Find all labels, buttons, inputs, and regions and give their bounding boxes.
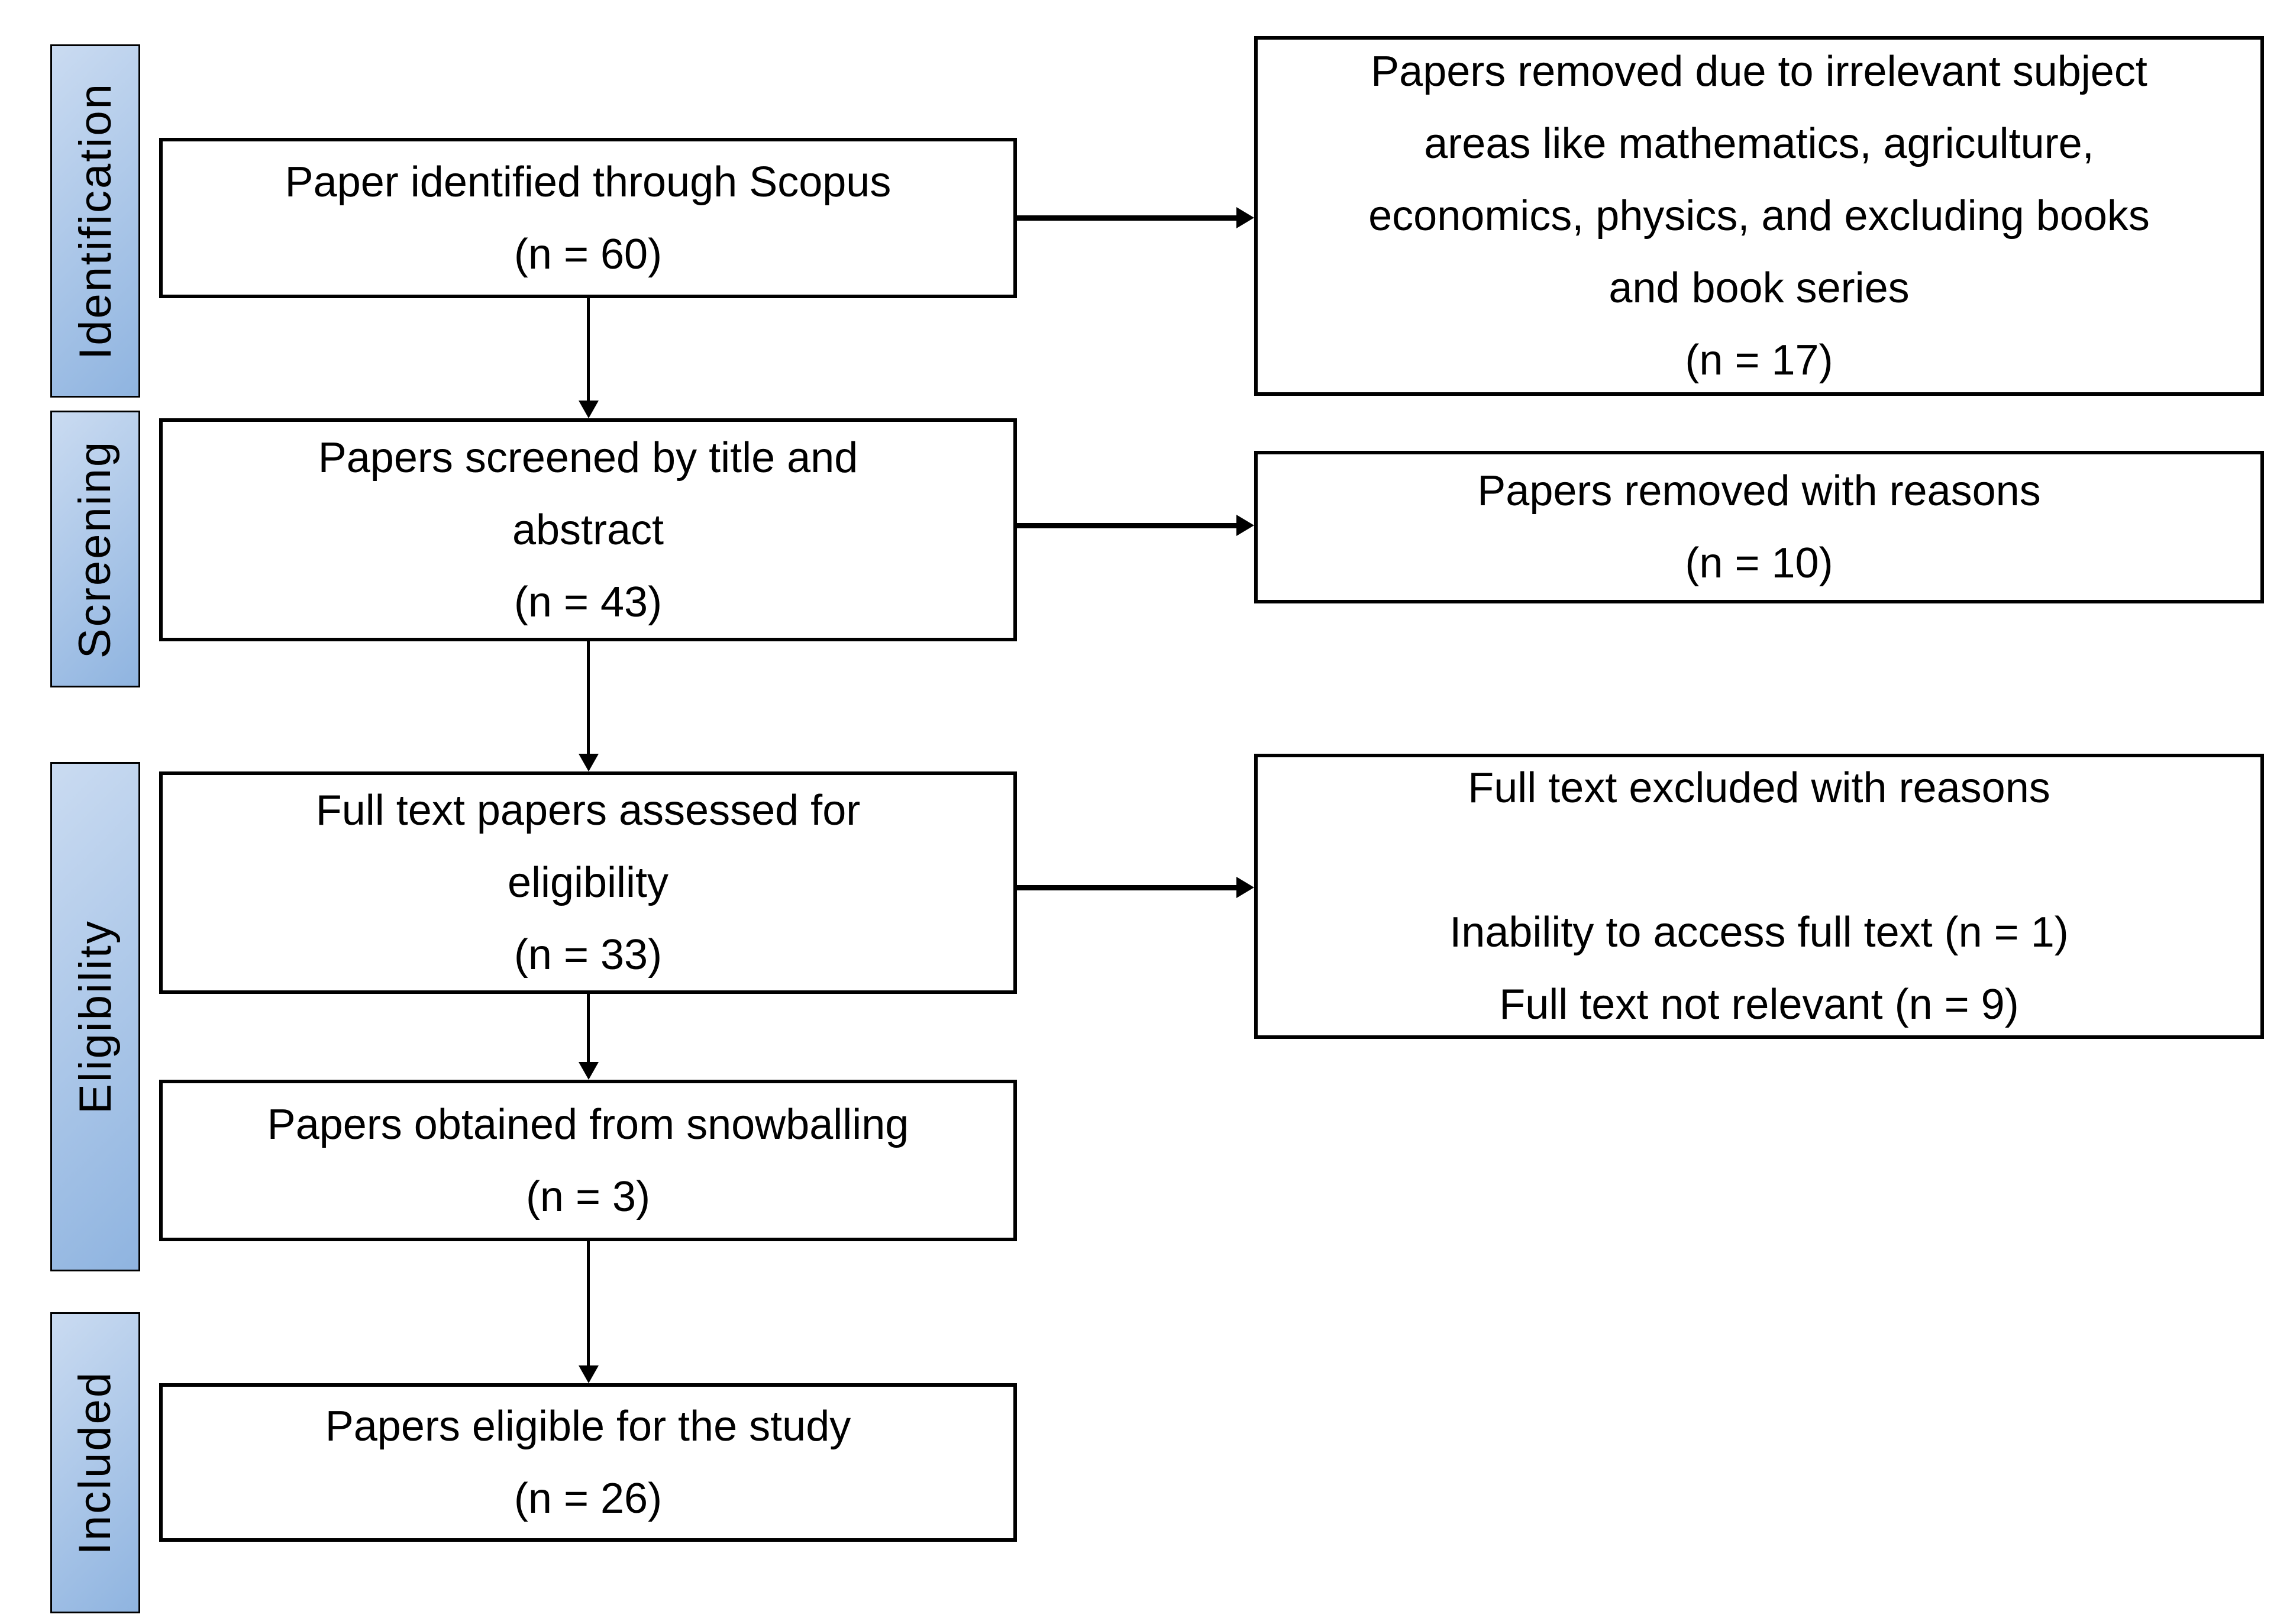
box-line: Full text not relevant (n = 9) [1499, 981, 2019, 1028]
stage-included-label: Included [70, 1370, 121, 1555]
arrow-identified-to-removed-head [1236, 207, 1254, 228]
arrow-identified-to-screened-shaft [587, 298, 590, 401]
box-line: Papers removed with reasons [1477, 467, 2041, 515]
stage-included: Included [50, 1312, 140, 1613]
arrow-fulltext-to-excluded-head [1236, 877, 1254, 898]
arrow-identified-to-screened-head [579, 401, 599, 418]
arrow-fulltext-to-snowballing-shaft [587, 994, 590, 1062]
box-papers-screened: Papers screened by title and abstract (n… [159, 418, 1017, 641]
arrow-snowballing-to-eligible-head [579, 1365, 599, 1383]
box-line: Papers obtained from snowballing [267, 1100, 909, 1148]
box-snowballing: Papers obtained from snowballing (n = 3) [159, 1080, 1017, 1241]
box-fulltext-excluded: Full text excluded with reasons Inabilit… [1254, 754, 2264, 1039]
arrow-fulltext-to-excluded-shaft [1017, 885, 1236, 890]
box-line: Paper identified through Scopus [285, 158, 892, 206]
box-count: (n = 3) [525, 1173, 651, 1221]
box-line: Full text excluded with reasons [1468, 764, 2050, 812]
box-line: and book series [1609, 264, 1910, 312]
box-line: Papers eligible for the study [325, 1403, 851, 1450]
box-line-spacer [1258, 824, 2260, 896]
arrow-screened-to-removed-head [1236, 515, 1254, 536]
stage-screening-label: Screening [70, 440, 121, 658]
box-line: eligibility [507, 859, 669, 906]
box-count: (n = 17) [1685, 337, 1833, 384]
box-removed-with-reasons: Papers removed with reasons (n = 10) [1254, 451, 2264, 603]
box-line: abstract [512, 506, 664, 554]
arrow-identified-to-removed-shaft [1017, 215, 1236, 221]
stage-identification-label: Identification [70, 82, 121, 360]
box-count: (n = 33) [513, 931, 663, 979]
stage-eligibility: Eligibility [50, 762, 140, 1271]
arrow-snowballing-to-eligible-shaft [587, 1241, 590, 1365]
box-papers-eligible: Papers eligible for the study (n = 26) [159, 1383, 1017, 1542]
box-line: Papers removed due to irrelevant subject [1371, 48, 2147, 95]
arrow-screened-to-fulltext-shaft [587, 641, 590, 754]
box-fulltext-assessed: Full text papers assessed for eligibilit… [159, 771, 1017, 994]
stage-screening: Screening [50, 411, 140, 687]
stage-identification: Identification [50, 44, 140, 398]
box-count: (n = 60) [513, 230, 663, 278]
box-count: (n = 10) [1685, 540, 1833, 587]
box-removed-irrelevant-subject: Papers removed due to irrelevant subject… [1254, 36, 2264, 396]
box-line: Full text papers assessed for [315, 787, 861, 834]
box-count: (n = 26) [513, 1475, 663, 1522]
box-line: Inability to access full text (n = 1) [1449, 909, 2069, 956]
arrow-screened-to-fulltext-head [579, 754, 599, 771]
box-line: economics, physics, and excluding books [1368, 192, 2150, 240]
box-line: Papers screened by title and [318, 434, 858, 482]
box-line: areas like mathematics, agriculture, [1424, 120, 2094, 167]
stage-eligibility-label: Eligibility [70, 919, 121, 1114]
box-count: (n = 43) [513, 578, 663, 626]
arrow-screened-to-removed-shaft [1017, 523, 1236, 528]
box-papers-identified: Paper identified through Scopus (n = 60) [159, 138, 1017, 298]
arrow-fulltext-to-snowballing-head [579, 1062, 599, 1080]
